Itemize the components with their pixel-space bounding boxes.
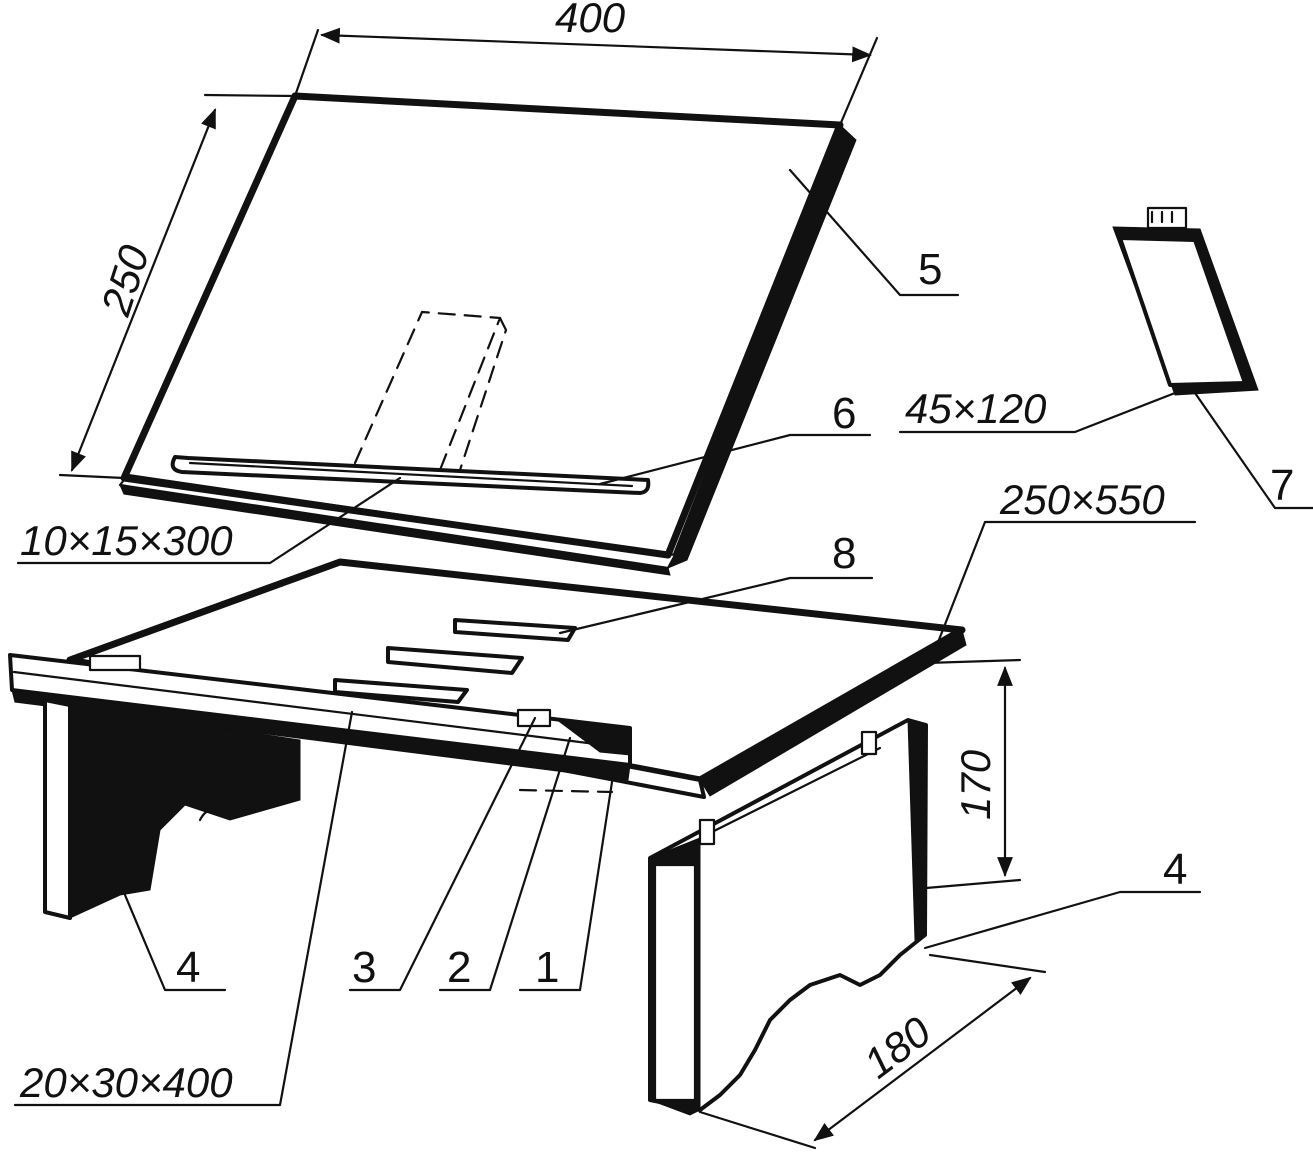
dim-250-label: 250 — [92, 239, 159, 322]
labels: 400 250 10×15×300 45×120 250×550 20×30×4… — [19, 0, 1294, 1106]
part-3-label: 3 — [352, 943, 376, 992]
prop-piece — [1112, 206, 1259, 396]
part-8-label: 8 — [832, 529, 856, 578]
part-5-label: 5 — [918, 245, 942, 294]
dim-400-label: 400 — [555, 0, 626, 41]
dim-180-label: 180 — [855, 1007, 940, 1087]
left-leg — [43, 698, 301, 920]
dim-170-label: 170 — [952, 749, 999, 820]
dim-prop-label: 45×120 — [905, 385, 1047, 432]
part-2-label: 2 — [447, 943, 471, 992]
dim-rail-label: 20×30×400 — [19, 1059, 233, 1106]
part-4-right-label: 4 — [1163, 845, 1187, 894]
dim-base-label: 250×550 — [999, 476, 1165, 523]
part-6-label: 6 — [832, 389, 856, 438]
top-board — [118, 92, 857, 576]
dimension-lines — [58, 27, 1047, 1150]
part-4-left-label: 4 — [176, 943, 200, 992]
right-leg — [648, 718, 928, 1116]
dim-ledge-label: 10×15×300 — [20, 517, 233, 564]
part-7-label: 7 — [1270, 461, 1294, 510]
part-1-label: 1 — [535, 943, 559, 992]
leader-lines — [13, 168, 1313, 1107]
